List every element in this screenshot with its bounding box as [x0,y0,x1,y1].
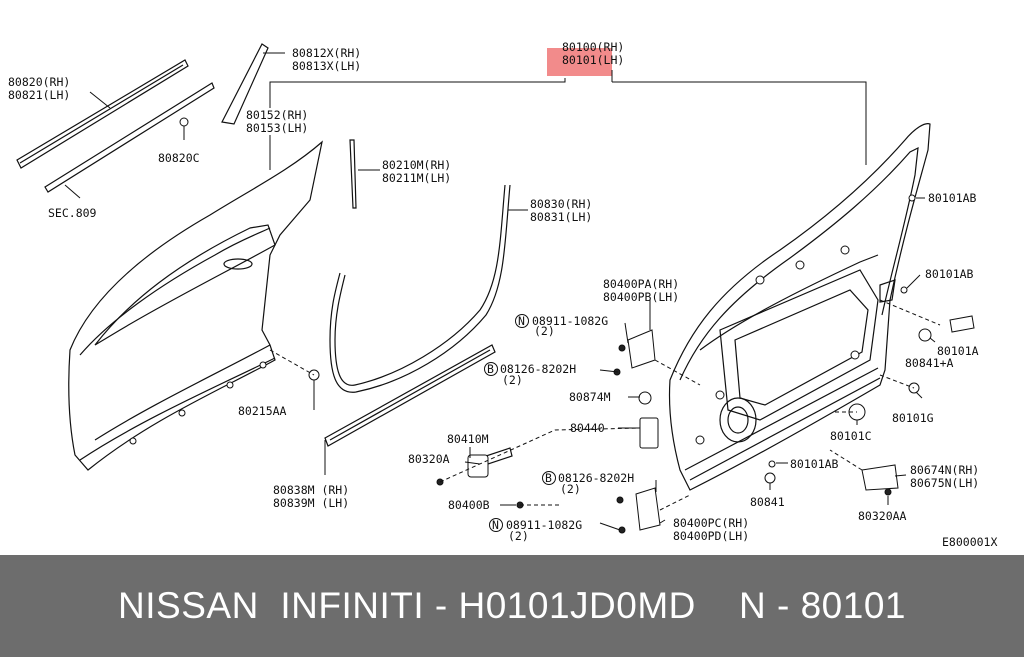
label-80821: 80821(LH) [8,88,70,102]
label-80813x: 80813X(LH) [292,59,361,73]
circle-n-label-1: N [518,314,525,328]
label-80839m: 80839M (LH) [273,496,349,510]
footer-part-title: NISSAN INFINITI - H0101JD0MD N - 80101 [118,585,906,626]
label-80410m: 80410M [447,432,489,446]
circle-n-label-2: N [492,518,499,532]
label-80101ab-3: 80101AB [790,457,839,471]
label-80820: 80820(RH) [8,75,70,89]
circle-b-label-1: B [487,362,494,376]
label-80400pa: 80400PA(RH) [603,277,679,291]
label-80400pc: 80400PC(RH) [673,516,749,530]
label-80320aa: 80320AA [858,509,907,523]
label-80674n: 80674N(RH) [910,463,979,477]
drawing-code: E800001X [942,535,997,549]
label-80101ab-2: 80101AB [925,267,974,281]
label-08126-b: 08126-8202H [558,471,634,485]
label-80812x: 80812X(RH) [292,46,361,60]
label-08911-a: 08911-1082G [532,314,608,328]
label-80400pb: 80400PB(LH) [603,290,679,304]
label-80320a: 80320A [408,452,450,466]
part-labels: 80812X(RH) 80813X(LH) 80100(RH) 80101(LH… [8,40,997,549]
label-80210m: 80210M(RH) [382,158,451,172]
sill-moulding [324,344,496,447]
striker [861,464,899,496]
label-80152: 80152(RH) [246,108,308,122]
hinge-lower [616,487,661,534]
label-80101a: 80101A [937,344,979,358]
part-highlight [547,48,612,76]
parts-diagram: N B B N 80812X(RH) 80813X(LH) 80100(RH) … [8,40,997,549]
door-weatherstrip [329,184,511,393]
label-80400pd: 80400PD(LH) [673,529,749,543]
leader-lines [64,52,936,531]
door-shell [639,123,931,491]
label-80211m: 80211M(LH) [382,171,451,185]
footer-bar: NISSAN INFINITI - H0101JD0MD N - 80101 [0,555,1024,657]
label-08911-b: 08911-1082G [506,518,582,532]
label-08126-a: 08126-8202H [500,362,576,376]
label-80101c: 80101C [830,429,872,443]
plugs [764,194,975,484]
door-checker [436,447,524,509]
label-80400b: 80400B [448,498,490,512]
label-08911-b-qty: (2) [508,529,529,543]
window-channel [349,139,357,209]
label-80101g: 80101G [892,411,934,425]
hinge-upper [613,329,656,405]
reference-lines [269,299,941,511]
label-sec809: SEC.809 [48,206,97,220]
circle-badges: N B B N [484,314,556,532]
label-08911-a-qty: (2) [534,324,555,338]
label-80101ab-1: 80101AB [928,191,977,205]
clip-80215aa [308,369,320,392]
label-80831: 80831(LH) [530,210,592,224]
door-outer-panel [68,140,323,471]
label-80830: 80830(RH) [530,197,592,211]
label-80101: 80101(LH) [562,53,624,67]
label-80838m: 80838M (RH) [273,483,349,497]
label-08126-b-qty: (2) [560,482,581,496]
circle-b-label-2: B [545,471,552,485]
label-80153: 80153(LH) [246,121,308,135]
label-80841: 80841 [750,495,785,509]
sash-cover [221,43,269,125]
label-80440: 80440 [570,421,605,435]
label-80100: 80100(RH) [562,40,624,54]
label-80841a: 80841+A [905,356,954,370]
label-80820c: 80820C [158,151,200,165]
label-80675n: 80675N(LH) [910,476,979,490]
label-80215aa: 80215AA [238,404,287,418]
weatherstrip-moulding [16,59,215,193]
label-08126-a-qty: (2) [502,373,523,387]
label-80874m: 80874M [569,390,611,404]
